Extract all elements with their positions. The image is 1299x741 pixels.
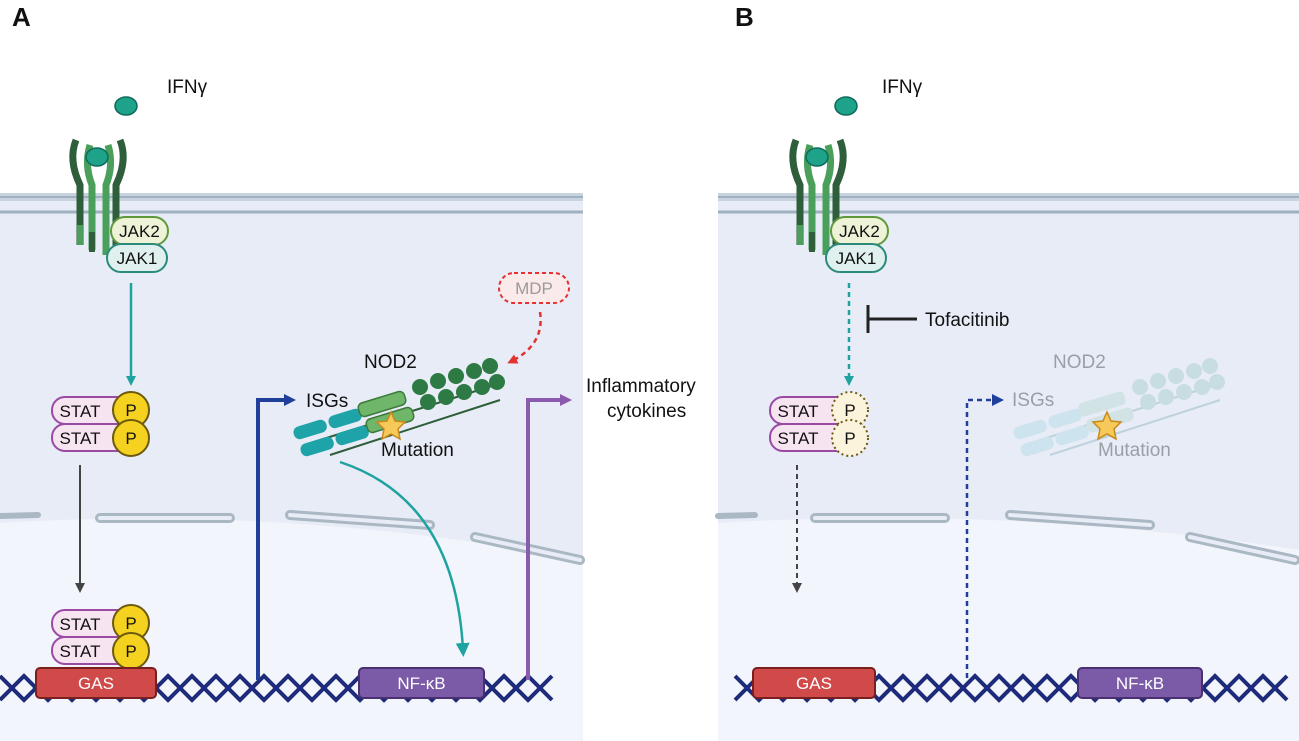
mdp-label: MDP [515, 279, 553, 298]
svg-text:STAT: STAT [778, 402, 819, 421]
svg-text:P: P [844, 429, 855, 448]
isgs-label: ISGs [306, 391, 348, 412]
tofacitinib-label: Tofacitinib [925, 310, 1010, 331]
ifng-receptor-icon-b [789, 138, 847, 255]
ifng-label-b: IFNγ [882, 77, 923, 98]
svg-text:STAT: STAT [60, 402, 101, 421]
jak1-box [106, 243, 168, 273]
gas-label-b: GAS [796, 674, 832, 693]
panel-b-letter: B [735, 2, 754, 32]
mdp-ligand-box [498, 272, 570, 304]
ifng-ligand-icon-b [834, 96, 858, 116]
svg-text:P: P [125, 401, 136, 420]
ifng-receptor-icon [69, 138, 127, 255]
mutation-star-icon-b [1091, 410, 1123, 441]
nfkb-label: NF-κB [397, 674, 445, 693]
svg-text:STAT: STAT [60, 615, 101, 634]
mutation-label: Mutation [381, 440, 454, 461]
ifng-ligand-icon [114, 96, 138, 116]
nfkb-label-b: NF-κB [1116, 674, 1164, 693]
svg-text:STAT: STAT [60, 642, 101, 661]
svg-text:P: P [125, 642, 136, 661]
svg-text:STAT: STAT [60, 429, 101, 448]
jak1-label: JAK1 [117, 249, 158, 268]
svg-text:P: P [125, 614, 136, 633]
svg-text:P: P [125, 429, 136, 448]
phospho-stat-dimer-nucleus: STAT STAT P P [51, 604, 150, 670]
mdp-to-nod2-arrow [507, 311, 542, 364]
unphosphorylated-stat-dimer: STAT STAT P P [769, 391, 869, 457]
tofacitinib-inhibition-icon [866, 305, 917, 333]
jak1-box-b [825, 243, 887, 273]
svg-text:STAT: STAT [778, 429, 819, 448]
jak2-label: JAK2 [119, 222, 160, 241]
nfkb-box-b [1077, 667, 1203, 699]
isgs-label-b: ISGs [1012, 390, 1054, 411]
nfkb-box [358, 667, 485, 699]
nod2-label: NOD2 [364, 352, 417, 373]
ifng-label: IFNγ [167, 77, 208, 98]
nod2-label-b: NOD2 [1053, 352, 1106, 373]
panel-a: A IFNγ [0, 2, 696, 741]
panel-b: B IFNγ JAK2 JAK1 [715, 2, 1299, 741]
jak2-label-b: JAK2 [839, 222, 880, 241]
inflammatory-label-line2: cytokines [607, 401, 686, 422]
panel-b-nucleus [718, 517, 1299, 741]
gas-label: GAS [78, 674, 114, 693]
svg-text:P: P [844, 401, 855, 420]
phospho-stat-dimer-cytoplasm: STAT STAT P P [51, 391, 150, 457]
jak1-label-b: JAK1 [836, 249, 877, 268]
isgs-transcription-arrow [256, 394, 296, 680]
inflammatory-label-line1: Inflammatory [586, 376, 696, 397]
panel-b-nuclear-envelope [715, 510, 1299, 565]
mutation-star-icon [375, 410, 407, 441]
cytokines-transcription-arrow [526, 394, 572, 680]
nod2-to-nfkb-arrow [339, 460, 470, 657]
gas-element-box-b [752, 667, 876, 699]
mutation-label-b: Mutation [1098, 440, 1171, 461]
panel-a-letter: A [12, 2, 31, 32]
gas-element-box [35, 667, 157, 699]
isgs-transcription-arrow-reduced [965, 394, 1004, 678]
